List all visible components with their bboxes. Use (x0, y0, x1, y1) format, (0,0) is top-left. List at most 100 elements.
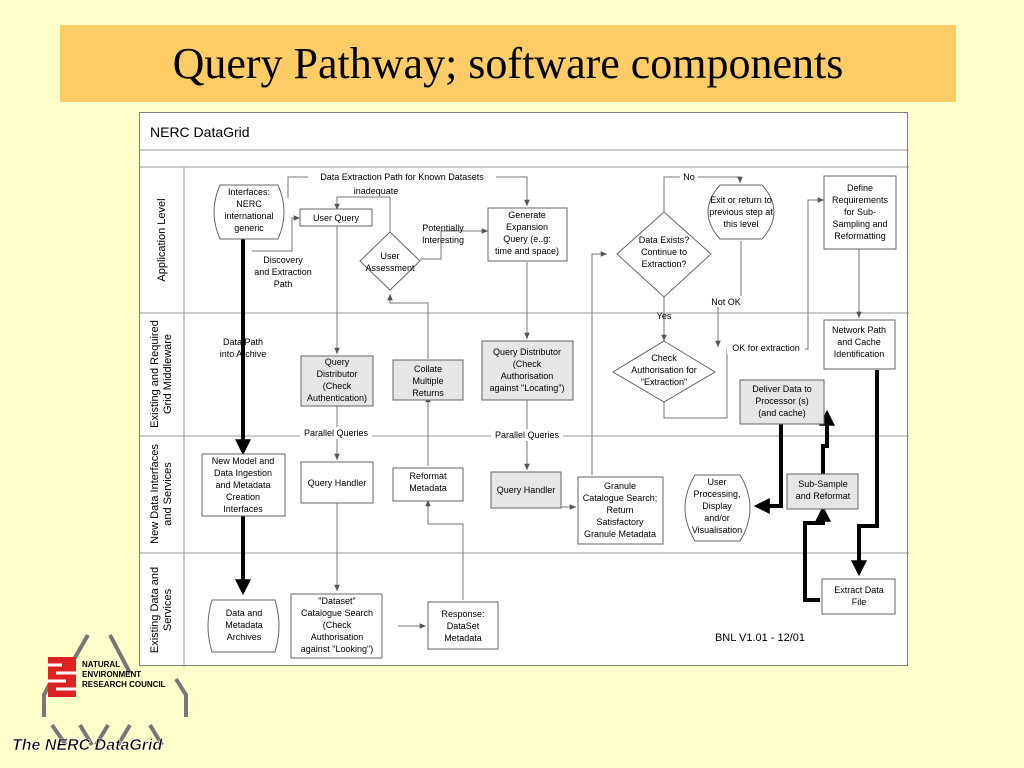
edge-label-not-ok: Not OK (711, 297, 741, 307)
edge-label-bg-inadequate (349, 185, 403, 196)
edge-label-data-path-2: into Archive (220, 349, 267, 359)
edge-label-discovery-3: Path (274, 279, 293, 289)
shape-query-handler-2 (490, 471, 562, 509)
edge-label-yes: Yes (657, 311, 672, 321)
shape-check-auth (612, 340, 716, 403)
shape-response (427, 601, 499, 650)
lane-label-middleware-2: Grid Middleware (162, 334, 174, 414)
edge-potentially-interesting (420, 228, 488, 260)
logo-org-line-2: ENVIRONMENT (82, 670, 141, 679)
edge-label-discovery-1: Discovery (263, 255, 303, 265)
diagram-frame: NERC DataGrid Application Level Existing… (139, 112, 909, 667)
node-label-query-handler-2: Query Handler (497, 485, 556, 495)
lane-label-application: Application Level (156, 198, 168, 281)
edge-notok (715, 241, 742, 347)
edge-label-ok-extraction: OK for extraction (732, 343, 800, 353)
shape-deliver-data (739, 379, 825, 425)
logo-arrow-right (174, 677, 188, 717)
lane-label-middleware-1: Existing and Required (149, 320, 161, 428)
logo-stripes (48, 663, 76, 691)
title-bar: Query Pathway; software components (60, 25, 956, 102)
edge-inadequate (334, 196, 391, 232)
edge-label-bg-no (680, 171, 698, 183)
lane-label-newdata-2: and Services (162, 462, 174, 526)
edge-label-bg-parallel-2 (491, 429, 563, 441)
thick-edge-network-extract (851, 370, 879, 577)
edge-label-data-path-1: Data Path (223, 337, 263, 347)
nerc-logo: NATURAL ENVIRONMENT RESEARCH COUNCIL The… (12, 633, 188, 754)
logo-mark (48, 657, 76, 697)
edge-discovery (252, 215, 300, 252)
thick-arrows (235, 237, 879, 602)
shape-generate-expansion (487, 207, 568, 262)
shape-extract-data (821, 578, 896, 615)
edge-label-bg-notok (708, 296, 744, 307)
edge-label-potentially: Potentially (422, 223, 464, 233)
thick-edge-subsample-deliver (819, 409, 835, 475)
logo-org-line-1: NATURAL (82, 660, 120, 669)
lane-label-existing-2: Services (162, 588, 174, 631)
edge-granule-dataexists (591, 251, 607, 475)
thick-edge-deliver-user (753, 424, 783, 514)
edge-label-bg-ok (727, 342, 805, 354)
edge-labels: Data Extraction Path for Known Datasets … (220, 171, 805, 441)
edge-label-parallel-1: Parallel Queries (304, 428, 369, 438)
edge-label-interesting: Interesting (422, 235, 464, 245)
shape-user-assessment (359, 231, 421, 291)
edge-label-bg-extraction (308, 171, 496, 183)
edge-no-exit (663, 176, 743, 212)
logo-caption: The NERC DataGrid (12, 737, 163, 754)
lane-label-existing-1: Existing Data and (149, 567, 161, 653)
node-shapes (201, 175, 897, 659)
edge-label-extraction-path: Data Extraction Path for Known Datasets (320, 172, 484, 182)
shape-network-path (823, 319, 896, 370)
version-label: BNL V1.01 - 12/01 (715, 632, 805, 644)
shape-query-distributor-auth (300, 355, 374, 407)
shape-user-processing (684, 474, 751, 542)
shape-query-distributor-loc (481, 340, 574, 401)
frame-title: NERC DataGrid (150, 124, 250, 140)
diagram-canvas: NERC DataGrid Application Level Existing… (140, 124, 909, 667)
shape-new-model (201, 453, 286, 517)
lane-label-newdata-1: New Data Interfaces (149, 444, 161, 544)
logo-red-block (48, 657, 76, 697)
shape-user-query (299, 208, 373, 227)
shape-granule-catalogue (577, 476, 664, 545)
logo-org-line-3: RESEARCH COUNCIL (82, 680, 166, 689)
shape-dataset-search (290, 593, 383, 659)
node-label-query-handler-1: Query Handler (308, 478, 367, 488)
edge-label-bg-parallel-1 (300, 427, 372, 439)
edge-label-inadequate: inadequate (354, 186, 399, 196)
shape-data-exists (616, 211, 712, 298)
shape-sub-sample (786, 473, 859, 510)
page-title: Query Pathway; software components (172, 39, 844, 88)
node-label-user-query: User Query (313, 213, 360, 223)
shape-data-archives (207, 599, 280, 653)
edge-label-no: No (683, 172, 695, 182)
shape-define-requirements (823, 175, 897, 250)
shape-collate (392, 359, 464, 401)
logo-arrow-bottom (50, 723, 164, 747)
edge-label-discovery-2: and Extraction (254, 267, 312, 277)
thick-edge-extract-subsample (803, 505, 831, 602)
edge-label-parallel-2: Parallel Queries (495, 430, 560, 440)
shape-interfaces (213, 184, 285, 240)
shape-exit-return (707, 184, 775, 240)
